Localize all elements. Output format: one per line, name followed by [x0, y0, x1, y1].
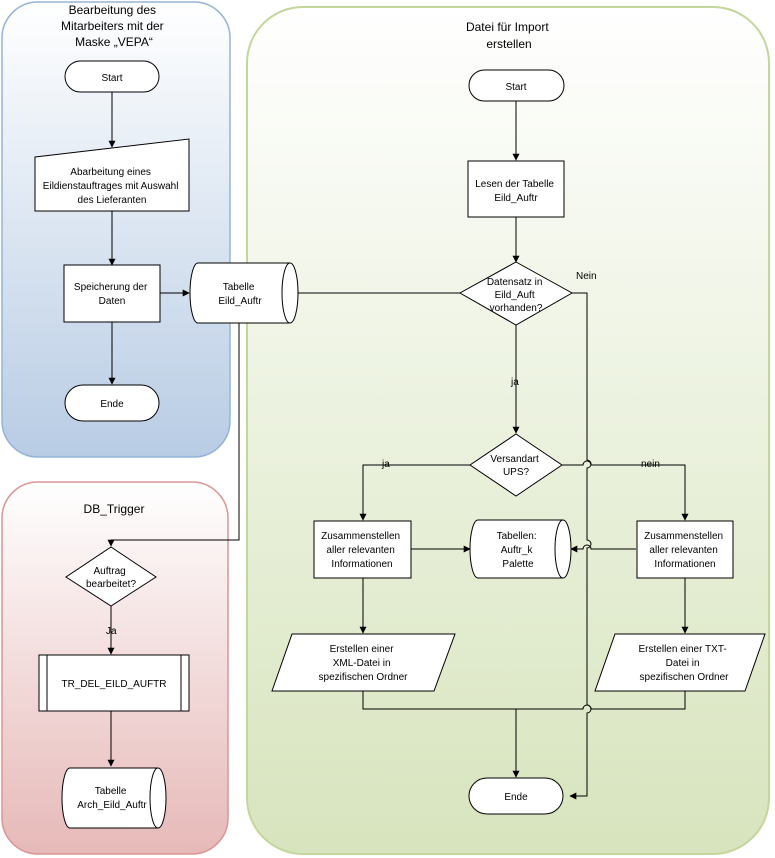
node-text: Arch_Eild_Auftr [77, 800, 147, 811]
io-create-xml-file: Erstellen einer XML-Datei in spezifische… [271, 633, 456, 692]
node-text: spezifischen Ordner [319, 672, 409, 683]
edge-compiler-to-tables [570, 544, 636, 553]
node-text: Datei in [666, 658, 700, 669]
svg-text:Auftrag bearbeitet?: Auftrag bearbeitet? [86, 566, 136, 590]
node-text: spezifischen Ordner [640, 672, 730, 683]
svg-text:Zusammenstellen aller re: Zusammenstellen aller relevanten Informa… [644, 531, 726, 570]
node-text: Abarbeitung eines [70, 167, 151, 178]
decision-datensatz-vorhanden: Datensatz in Eild_Auft vorhanden? [458, 261, 574, 326]
lane-vepa-title: Bearbeitung des Mitarbeiters mit der Mas… [61, 3, 167, 49]
lane-vepa-title-line: Bearbeitung des [69, 3, 156, 17]
svg-text:Erstellen einer XML-Date: Erstellen einer XML-Datei in spezifische… [319, 644, 409, 683]
io-create-txt-file: Erstellen einer TXT- Datei in spezifisch… [594, 633, 766, 692]
svg-text:Ende: Ende [504, 792, 528, 803]
node-text: Tabelle [95, 786, 127, 797]
edge-table-to-trigger [107, 323, 240, 547]
lane-trigger-title: DB_Trigger [84, 502, 145, 516]
svg-text:Ende: Ende [100, 399, 124, 410]
lane-import-title-line: erstellen [486, 37, 531, 51]
svg-text:Versandart UPS?: Versandart UPS? [490, 454, 541, 478]
svg-text:Abarbeitung eines Eildie: Abarbeitung eines Eildienstauftrages mit… [43, 167, 181, 206]
edge-ups-nein [562, 460, 689, 521]
connectors [107, 92, 689, 800]
node-text: Datensatz in [487, 277, 543, 288]
node-text: Eild_Auftr [218, 296, 262, 307]
datastore-auftr-palette: Tabellen: Auftr_k Palette [469, 519, 572, 579]
svg-text:Start: Start [101, 73, 122, 84]
node-text: Tabelle [223, 282, 255, 293]
edge-label-ja-left: ja [381, 459, 390, 470]
node-text: UPS? [503, 467, 530, 478]
node-text: Auftrag [93, 566, 125, 577]
decision-auftrag-bearbeitet: Auftrag bearbeitet? [65, 546, 157, 607]
process-compile-left: Zusammenstellen aller relevanten Informa… [313, 520, 412, 579]
node-text: Erstellen einer TXT- [639, 644, 727, 655]
node-text: Informationen [654, 559, 715, 570]
svg-text:Speicherung der Daten: Speicherung der Daten [74, 282, 150, 307]
edge-label-ja: ja [510, 377, 519, 388]
node-text: Tabellen: [497, 531, 537, 542]
start-terminal-left: Start [64, 60, 160, 93]
svg-text:Tabellen: Auftr_k: Tabellen: Auftr_k Palette [497, 531, 540, 570]
node-text: Eildienstauftrages mit Auswahl [43, 181, 179, 192]
svg-text:Erstellen einer TXT- Dat: Erstellen einer TXT- Datei in spezifisch… [639, 644, 730, 683]
node-text: Speicherung der [74, 282, 148, 293]
end-terminal-right: Ende [468, 777, 564, 815]
process-compile-right: Zusammenstellen aller relevanten Informa… [636, 520, 734, 579]
node-text: Zusammenstellen [321, 531, 400, 542]
node-text: Start [505, 82, 526, 93]
node-text: XML-Datei in [333, 658, 391, 669]
datastore-arch-eild-auftr: Tabelle Arch_Eild_Auftr [61, 767, 167, 829]
svg-text:Lesen der Tabelle Eild_A: Lesen der Tabelle Eild_Auftr [475, 179, 557, 204]
manual-input-step: Abarbeitung eines Eildienstauftrages mit… [34, 138, 190, 212]
process-read-table: Lesen der Tabelle Eild_Auftr [467, 160, 565, 218]
node-text: vorhanden? [490, 303, 543, 314]
lane-import-title-line: Datei für Import [466, 20, 549, 34]
node-text: bearbeitet? [86, 579, 136, 590]
lane-vepa-title-line: Maske „VEPA“ [75, 35, 153, 49]
end-terminal-left: Ende [64, 384, 160, 422]
svg-text:Zusammenstellen aller re: Zusammenstellen aller relevanten Informa… [321, 531, 403, 570]
process-save-data: Speicherung der Daten [63, 264, 161, 323]
node-text: Eild_Auftr [494, 193, 538, 204]
node-text: Informationen [331, 559, 392, 570]
svg-text:Start: Start [505, 82, 526, 93]
svg-text:Tabelle Arch_Eild_Auftr: Tabelle Arch_Eild_Auftr [77, 786, 147, 811]
node-text: Versandart [490, 454, 539, 465]
svg-text:Datensatz in Eild_Auft: Datensatz in Eild_Auft vorhanden? [487, 277, 545, 314]
subprocess-tr-del-eild-auftr: TR_DEL_EILD_AUFTR [38, 654, 190, 712]
node-text: Daten [99, 296, 126, 307]
edge-ups-ja [359, 464, 470, 521]
edge-files-to-end [362, 691, 686, 710]
lane-import: Datei für Import erstellen [246, 6, 770, 855]
edge-label-ja-trigger: Ja [106, 626, 117, 637]
decision-versandart-ups: Versandart UPS? [469, 433, 563, 497]
node-text: Ende [100, 399, 124, 410]
node-text: aller relevanten [326, 545, 394, 556]
edge-label-nein: Nein [576, 271, 597, 282]
node-text: aller relevanten [649, 545, 717, 556]
lane-import-title: Datei für Import erstellen [466, 20, 552, 51]
node-text: Lesen der Tabelle [475, 179, 554, 190]
lane-vepa-title-line: Mitarbeiters mit der [61, 19, 164, 33]
node-text: des Lieferanten [78, 195, 147, 206]
start-terminal-right: Start [468, 69, 565, 102]
lane-trigger-title-line: DB_Trigger [84, 502, 145, 516]
node-text: Zusammenstellen [644, 531, 723, 542]
datastore-eild-auftr: Tabelle Eild_Auftr [189, 262, 299, 324]
node-text: TR_DEL_EILD_AUFTR [61, 679, 166, 690]
node-text: Auftr_k [501, 545, 534, 556]
node-text: Ende [504, 792, 528, 803]
node-text: Eild_Auft [495, 290, 535, 301]
svg-text:TR_DEL_EILD_AUFTR: TR_DEL_EILD_AUFTR [61, 679, 166, 690]
node-text: Erstellen einer [330, 644, 395, 655]
edge-label-nein-right: nein [641, 459, 660, 470]
svg-text:Tabelle Eild_Auftr: Tabelle Eild_Auftr [218, 282, 262, 307]
lane-vepa: Bearbeitung des Mitarbeiters mit der Mas… [1, 1, 231, 458]
node-text: Palette [502, 559, 534, 570]
node-text: Start [101, 73, 122, 84]
